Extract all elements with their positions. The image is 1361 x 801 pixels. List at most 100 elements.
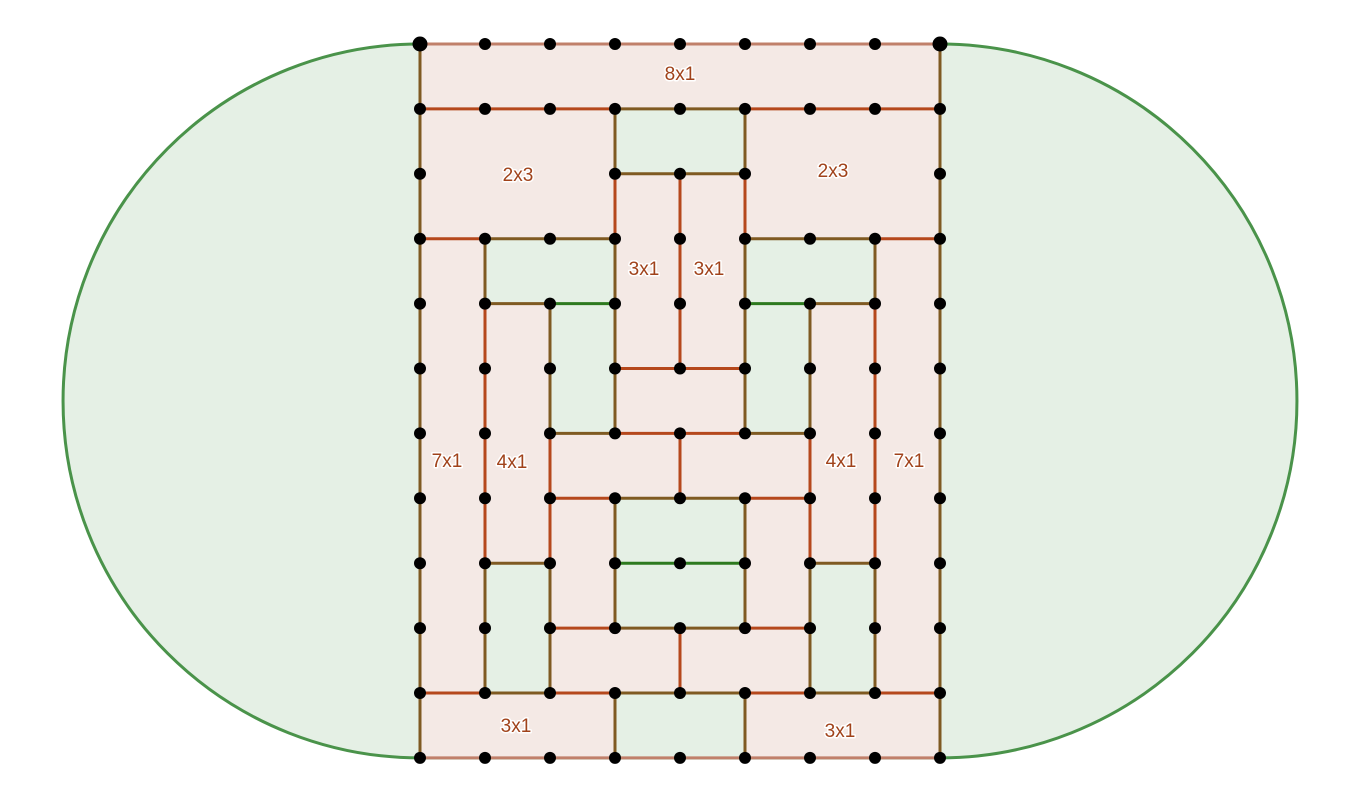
- vertex-point: [414, 751, 426, 764]
- gap-cell: [485, 628, 551, 694]
- vertex-point: [479, 557, 491, 570]
- vertex-point: [674, 297, 686, 310]
- tile-cell: [745, 693, 811, 759]
- tile-cell: [615, 44, 681, 110]
- points: [412, 36, 948, 764]
- tile-cell: [875, 433, 941, 499]
- vertex-point: [674, 102, 686, 115]
- vertex-point: [479, 751, 491, 764]
- tile-cell: [875, 563, 941, 629]
- vertex-point: [869, 362, 881, 375]
- tile-cell: [745, 628, 811, 694]
- gap-cell: [615, 108, 681, 175]
- vertex-point: [934, 557, 946, 570]
- vertex-point: [479, 492, 491, 505]
- gap-cell: [680, 563, 746, 629]
- vertex-point: [544, 751, 556, 764]
- vertex-point: [609, 751, 621, 764]
- vertex-point: [869, 492, 881, 505]
- vertex-point: [934, 492, 946, 505]
- gap-cell: [485, 563, 551, 629]
- vertex-point: [479, 622, 491, 635]
- tile-cell: [810, 303, 876, 369]
- vertex-point: [739, 557, 751, 570]
- vertex-point: [414, 622, 426, 635]
- gap-cell: [745, 368, 811, 434]
- vertex-point: [739, 362, 751, 375]
- vertex-point: [934, 687, 946, 699]
- tile-cell: [745, 498, 811, 564]
- vertex-point: [674, 687, 686, 699]
- tile-cell: [810, 693, 876, 759]
- vertex-point: [869, 557, 881, 570]
- vertex-point: [674, 167, 686, 180]
- vertex-point: [739, 102, 751, 115]
- vertex-point: [544, 232, 556, 245]
- tile-labels: 8x1 2x3 2x3 3x1 3x1 7x1 4x1 4x1 7x1 3x1 …: [430, 63, 926, 744]
- tile-cell: [550, 433, 616, 499]
- vertex-point: [674, 622, 686, 635]
- vertex-point: [934, 232, 946, 245]
- tile-cell: [680, 44, 746, 110]
- vertex-point: [609, 622, 621, 635]
- tile-cell: [875, 173, 941, 240]
- gap-cell: [745, 238, 811, 305]
- vertex-point: [869, 38, 881, 50]
- tile-cell: [745, 108, 811, 175]
- vertex-point: [479, 102, 491, 115]
- gap-cell: [550, 238, 616, 305]
- vertex-point: [609, 297, 621, 310]
- vertex-point: [739, 492, 751, 505]
- vertex-point: [414, 687, 426, 699]
- vertex-point: [674, 38, 686, 50]
- gap-cell: [485, 238, 551, 305]
- vertex-point: [934, 751, 946, 764]
- vertex-point: [414, 232, 426, 245]
- vertex-point: [674, 232, 686, 245]
- cells: [420, 44, 941, 759]
- tile-cell: [680, 238, 746, 305]
- tile-cell: [875, 44, 941, 110]
- tile-cell: [420, 44, 486, 110]
- tile-cell: [550, 563, 616, 629]
- tile-cell: [810, 433, 876, 499]
- gap-cell: [550, 303, 616, 369]
- tile-cell: [810, 498, 876, 564]
- tile-cell: [420, 108, 486, 175]
- vertex-point: [479, 232, 491, 245]
- tile-cell: [680, 433, 746, 499]
- gap-cell: [680, 693, 746, 759]
- vertex-point: [934, 102, 946, 115]
- vertex-point: [609, 687, 621, 699]
- gap-cell: [680, 108, 746, 175]
- gap-cell: [810, 238, 876, 305]
- vertex-point: [544, 297, 556, 310]
- tile-cell: [745, 433, 811, 499]
- tile-cell: [745, 563, 811, 629]
- vertex-point: [479, 297, 491, 310]
- vertex-point: [739, 427, 751, 440]
- vertex-point: [804, 622, 816, 635]
- vertex-point: [414, 102, 426, 115]
- label-4x1-right: 4x1: [826, 451, 857, 472]
- vertex-point: [869, 297, 881, 310]
- tile-cell: [485, 303, 551, 369]
- vertex-point: [609, 232, 621, 245]
- vertex-point: [609, 492, 621, 505]
- tile-cell: [875, 303, 941, 369]
- label-2x3-left: 2x3: [503, 165, 534, 186]
- tile-cell: [875, 368, 941, 434]
- vertex-point: [674, 362, 686, 375]
- tile-cell: [485, 433, 551, 499]
- tile-cell: [875, 238, 941, 305]
- tile-cell: [485, 108, 551, 175]
- gap-cell: [615, 498, 681, 564]
- tile-cell: [680, 368, 746, 434]
- vertex-point: [479, 427, 491, 440]
- tile-cell: [550, 44, 616, 110]
- vertex-point: [739, 38, 751, 50]
- tile-cell: [550, 173, 616, 240]
- vertex-point: [804, 38, 816, 50]
- label-7x1-right: 7x1: [894, 451, 925, 472]
- gap-cell: [615, 693, 681, 759]
